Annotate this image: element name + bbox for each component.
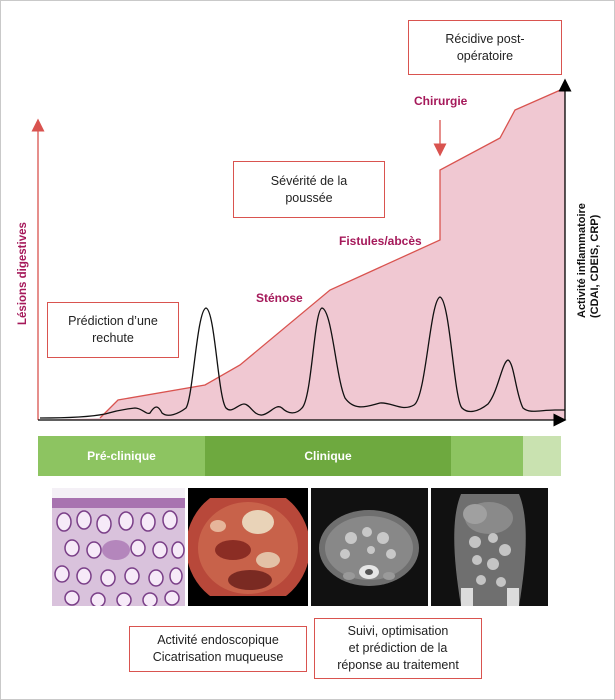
ct-coronal-image [431, 488, 548, 606]
severite-box: Sévérité de la poussée [233, 161, 385, 218]
timeline-clinique: Clinique [205, 436, 451, 476]
timeline-late [451, 436, 523, 476]
right-axis-label-line2: (CDAI, CDEIS, CRP) [589, 214, 601, 318]
endoscopique-box: Activité endoscopique Cicatrisation muqu… [129, 626, 307, 672]
chirurgie-label: Chirurgie [414, 94, 468, 108]
timeline-clinique-label: Clinique [304, 449, 352, 463]
rechute-box: Prédiction d’une rechute [47, 302, 179, 358]
left-axis-label: Lésions digestives [17, 222, 29, 325]
histology-image [52, 488, 185, 606]
rechute-text: Prédiction d’une rechute [68, 314, 158, 345]
inflammatory-activity-curve [39, 296, 565, 419]
bowel-damage-area [38, 88, 565, 420]
severite-text: Sévérité de la poussée [270, 173, 348, 205]
fistules-label: Fistules/abcès [339, 234, 422, 248]
suivi-line3: réponse au traitement [337, 658, 459, 672]
endoscopique-line1: Activité endoscopique [157, 633, 279, 647]
bowel-damage-line [99, 87, 566, 419]
ct-axial-image [311, 488, 428, 606]
stenose-label: Sténose [256, 291, 303, 305]
timeline-future [523, 436, 561, 476]
recidive-box: Récidive post-opératoire [408, 20, 562, 75]
right-axis-label-line1: Activité inflammatoire [576, 203, 588, 318]
timeline-preclinique-label: Pré-clinique [87, 449, 156, 463]
endoscopique-line2: Cicatrisation muqueuse [152, 650, 284, 664]
suivi-box: Suivi, optimisation et prédiction de la … [314, 618, 482, 679]
suivi-line1: Suivi, optimisation [347, 624, 449, 638]
recidive-text: Récidive post-opératoire [445, 31, 525, 63]
suivi-line2: et prédiction de la [348, 641, 448, 655]
chart-area: Lésions digestives Activité inflammatoir… [17, 78, 601, 427]
endoscopy-image [188, 488, 308, 606]
timeline-preclinique: Pré-clinique [38, 436, 205, 476]
